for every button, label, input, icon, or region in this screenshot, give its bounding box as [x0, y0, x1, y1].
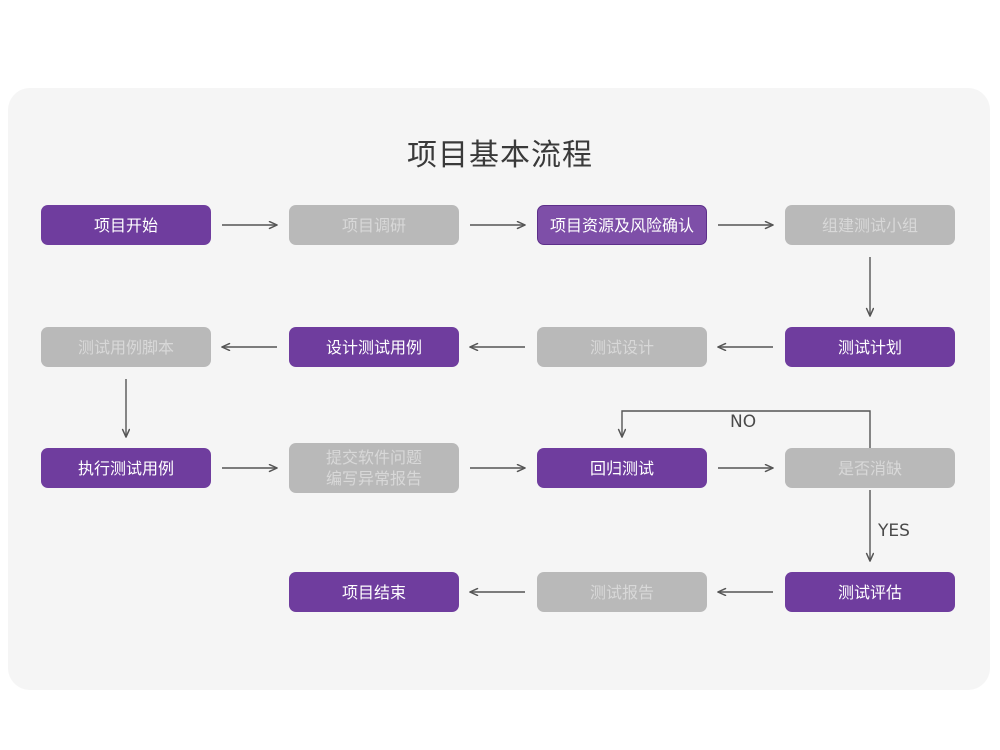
edge-label-yes: YES — [878, 521, 910, 541]
flow-node-n5[interactable]: 测试用例脚本 — [41, 327, 211, 367]
arrow-n12-to-n11-no-loop — [622, 410, 871, 448]
flow-node-n6[interactable]: 设计测试用例 — [289, 327, 459, 367]
flow-node-n10[interactable]: 提交软件问题 编写异常报告 — [289, 443, 459, 493]
flow-node-label: 项目结束 — [341, 582, 406, 602]
flow-node-label: 测试评估 — [837, 582, 902, 602]
flow-node-n3[interactable]: 项目资源及风险确认 — [537, 205, 707, 245]
flow-node-n11[interactable]: 回归测试 — [537, 448, 707, 488]
flow-node-label: 测试报告 — [589, 582, 654, 602]
flow-node-label: 项目调研 — [341, 215, 406, 235]
flow-node-label: 项目开始 — [93, 215, 158, 235]
flow-node-n1[interactable]: 项目开始 — [41, 205, 211, 245]
flow-node-n8[interactable]: 测试计划 — [785, 327, 955, 367]
flow-node-n9[interactable]: 执行测试用例 — [41, 448, 211, 488]
flow-node-n13[interactable]: 项目结束 — [289, 572, 459, 612]
flow-node-label: 测试设计 — [589, 337, 654, 357]
flow-node-n14[interactable]: 测试报告 — [537, 572, 707, 612]
flow-node-n2[interactable]: 项目调研 — [289, 205, 459, 245]
flow-node-label: 组建测试小组 — [821, 215, 918, 235]
flow-node-label: 测试用例脚本 — [77, 337, 174, 357]
flow-node-label: 提交软件问题 编写异常报告 — [325, 448, 422, 488]
page-title: 项目基本流程 — [407, 138, 593, 173]
flow-node-label: 设计测试用例 — [325, 337, 422, 357]
flow-node-n12[interactable]: 是否消缺 — [785, 448, 955, 488]
flow-node-label: 测试计划 — [837, 337, 902, 357]
flow-node-label: 回归测试 — [589, 458, 654, 478]
flow-node-n4[interactable]: 组建测试小组 — [785, 205, 955, 245]
edge-label-no: NO — [730, 412, 757, 432]
flow-node-n15[interactable]: 测试评估 — [785, 572, 955, 612]
flow-node-label: 项目资源及风险确认 — [549, 215, 694, 235]
flow-node-label: 执行测试用例 — [77, 458, 174, 478]
flow-node-label: 是否消缺 — [837, 458, 902, 478]
flow-node-n7[interactable]: 测试设计 — [537, 327, 707, 367]
